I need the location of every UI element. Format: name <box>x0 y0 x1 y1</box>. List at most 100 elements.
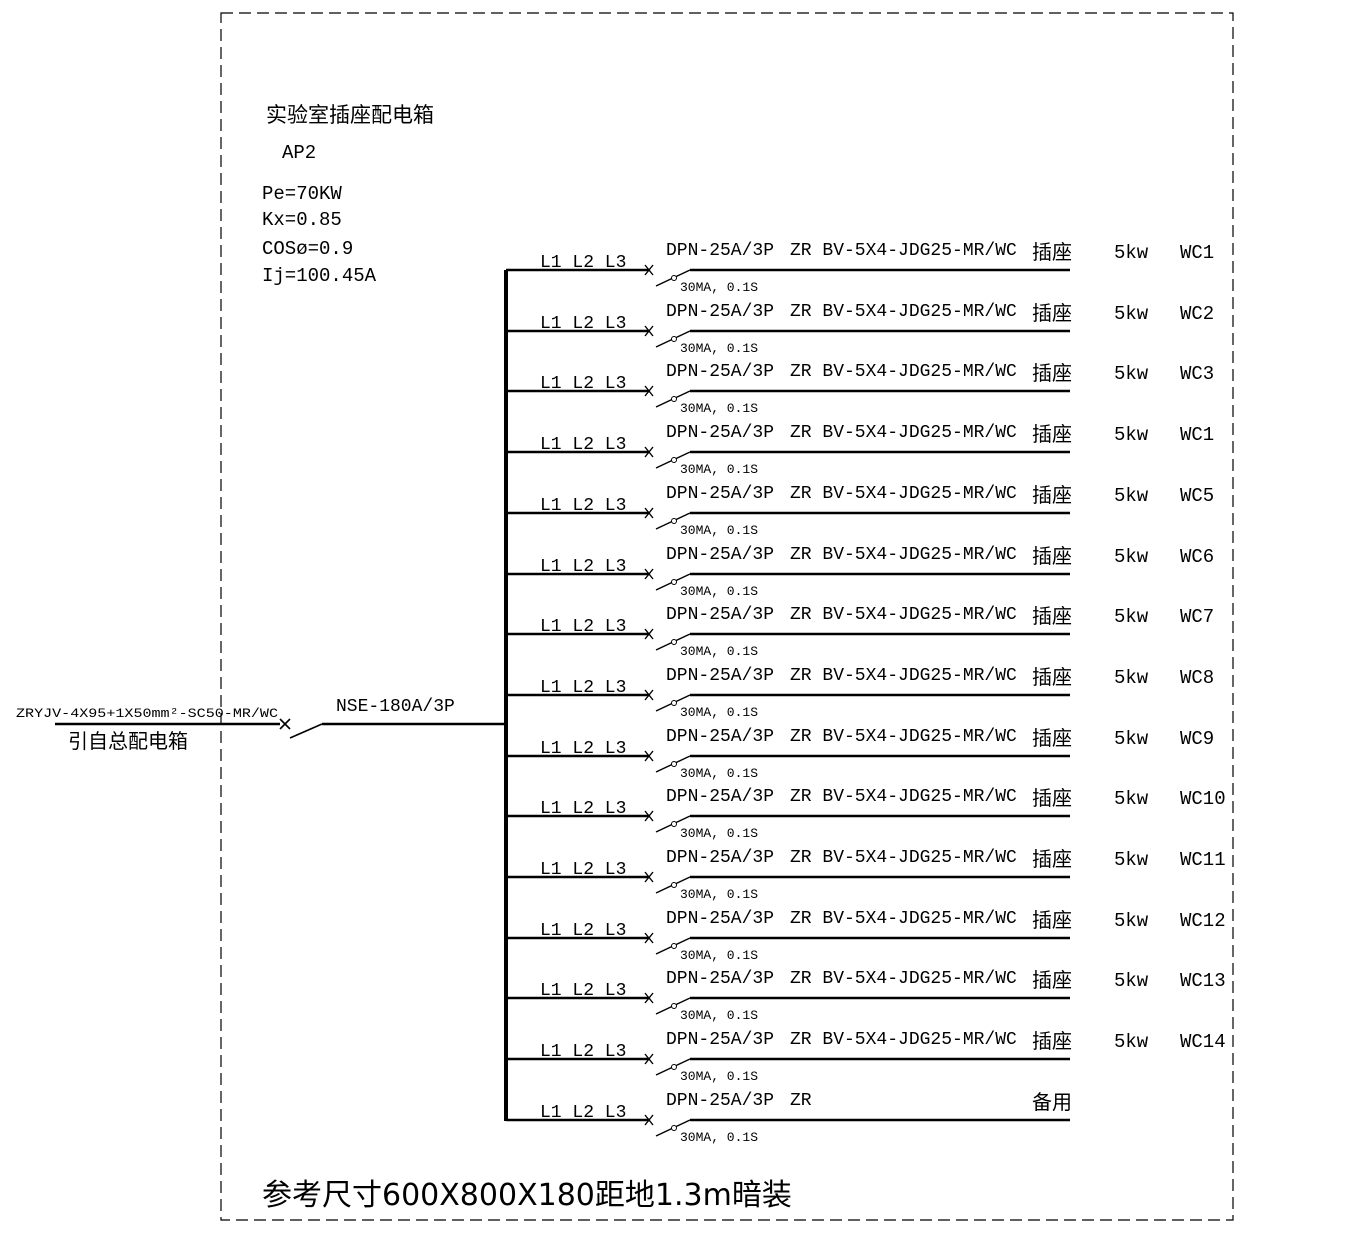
breaker-label: DPN-25A/3P <box>666 909 774 929</box>
circuit-id-label: WC6 <box>1180 546 1214 568</box>
rcd-label: 30MA, 0.1S <box>680 705 758 720</box>
phase-label: L1 L2 L3 <box>540 496 626 516</box>
circuit-use-label: 插座 <box>1032 786 1072 810</box>
circuit-id-label: WC14 <box>1180 1031 1226 1053</box>
rcd-mark <box>671 943 677 949</box>
cable-label: ZR BV-5X4-JDG25-MR/WC <box>790 787 1017 807</box>
breaker-label: DPN-25A/3P <box>666 848 774 868</box>
phase-label: L1 L2 L3 <box>540 739 626 759</box>
breaker-x-mark <box>644 810 654 822</box>
circuit-power-label: 5kw <box>1114 667 1149 689</box>
rcd-mark <box>671 275 677 281</box>
cable-label: ZR BV-5X4-JDG25-MR/WC <box>790 969 1017 989</box>
rcd-label: 30MA, 0.1S <box>680 644 758 659</box>
breaker-label: DPN-25A/3P <box>666 423 774 443</box>
circuit-use-label: 插座 <box>1032 604 1072 628</box>
phase-label: L1 L2 L3 <box>540 921 626 941</box>
breaker-label: DPN-25A/3P <box>666 605 774 625</box>
rcd-mark <box>671 518 677 524</box>
circuit-use-label: 插座 <box>1032 483 1072 507</box>
breaker-x-mark <box>644 750 654 762</box>
cable-label: ZR BV-5X4-JDG25-MR/WC <box>790 666 1017 686</box>
breaker-x-mark <box>644 507 654 519</box>
circuit-power-label: 5kw <box>1114 1031 1149 1053</box>
rcd-label: 30MA, 0.1S <box>680 341 758 356</box>
circuit-power-label: 5kw <box>1114 849 1149 871</box>
circuit-power-label: 5kw <box>1114 728 1149 750</box>
circuit-power-label: 5kw <box>1114 363 1149 385</box>
breaker-label: DPN-25A/3P <box>666 787 774 807</box>
phase-label: L1 L2 L3 <box>540 1103 626 1123</box>
circuit-use-label: 备用 <box>1032 1090 1072 1114</box>
circuit-power-label: 5kw <box>1114 242 1149 264</box>
cable-label: ZR BV-5X4-JDG25-MR/WC <box>790 605 1017 625</box>
rcd-label: 30MA, 0.1S <box>680 887 758 902</box>
rcd-mark <box>671 639 677 645</box>
rcd-label: 30MA, 0.1S <box>680 401 758 416</box>
breaker-label: DPN-25A/3P <box>666 545 774 565</box>
rcd-mark <box>671 700 677 706</box>
rcd-mark <box>671 821 677 827</box>
breaker-label: DPN-25A/3P <box>666 362 774 382</box>
circuit-use-label: 插座 <box>1032 665 1072 689</box>
circuit-id-label: WC10 <box>1180 788 1226 810</box>
circuit-id-label: WC7 <box>1180 606 1214 628</box>
main-breaker-label: NSE-180A/3P <box>336 697 455 717</box>
rcd-label: 30MA, 0.1S <box>680 1069 758 1084</box>
rcd-label: 30MA, 0.1S <box>680 1008 758 1023</box>
cable-label: ZR BV-5X4-JDG25-MR/WC <box>790 848 1017 868</box>
cable-label: ZR BV-5X4-JDG25-MR/WC <box>790 302 1017 322</box>
rcd-label: 30MA, 0.1S <box>680 826 758 841</box>
circuit-use-label: 插座 <box>1032 544 1072 568</box>
cable-label: ZR BV-5X4-JDG25-MR/WC <box>790 1030 1017 1050</box>
breaker-label: DPN-25A/3P <box>666 1030 774 1050</box>
breaker-x-mark <box>644 568 654 580</box>
panel-param-cos: COSø=0.9 <box>262 238 353 260</box>
circuit-id-label: WC3 <box>1180 363 1214 385</box>
breaker-label: DPN-25A/3P <box>666 241 774 261</box>
rcd-label: 30MA, 0.1S <box>680 766 758 781</box>
rcd-label: 30MA, 0.1S <box>680 280 758 295</box>
panel-code: AP2 <box>282 142 316 164</box>
breaker-label: DPN-25A/3P <box>666 727 774 747</box>
circuit-id-label: WC9 <box>1180 728 1214 750</box>
circuit-power-label: 5kw <box>1114 910 1149 932</box>
rcd-label: 30MA, 0.1S <box>680 584 758 599</box>
circuit-id-label: WC5 <box>1180 485 1214 507</box>
rcd-mark <box>671 579 677 585</box>
phase-label: L1 L2 L3 <box>540 1042 626 1062</box>
panel-param-pe: Pe=70KW <box>262 183 342 205</box>
circuit-power-label: 5kw <box>1114 485 1149 507</box>
cable-label: ZR BV-5X4-JDG25-MR/WC <box>790 545 1017 565</box>
circuit-id-label: WC1 <box>1180 424 1214 446</box>
circuit-use-label: 插座 <box>1032 361 1072 385</box>
circuit-id-label: WC12 <box>1180 910 1226 932</box>
circuit-power-label: 5kw <box>1114 606 1149 628</box>
main-breaker-symbol <box>279 718 323 739</box>
circuit-use-label: 插座 <box>1032 240 1072 264</box>
panel-enclosure <box>220 12 1234 1221</box>
branch-circuit-row: L1 L2 L3 DPN-25A/3P ZR BV-5X4-JDG25-MR/WC 3… <box>506 847 1226 902</box>
phase-label: L1 L2 L3 <box>540 314 626 334</box>
rcd-mark <box>671 1125 677 1131</box>
circuit-power-label: 5kw <box>1114 424 1149 446</box>
cable-label: ZR <box>790 1091 812 1111</box>
breaker-x-mark <box>644 992 654 1004</box>
circuit-id-label: WC8 <box>1180 667 1214 689</box>
cable-label: ZR BV-5X4-JDG25-MR/WC <box>790 484 1017 504</box>
rcd-mark <box>671 1003 677 1009</box>
phase-label: L1 L2 L3 <box>540 374 626 394</box>
rcd-mark <box>671 761 677 767</box>
phase-label: L1 L2 L3 <box>540 860 626 880</box>
